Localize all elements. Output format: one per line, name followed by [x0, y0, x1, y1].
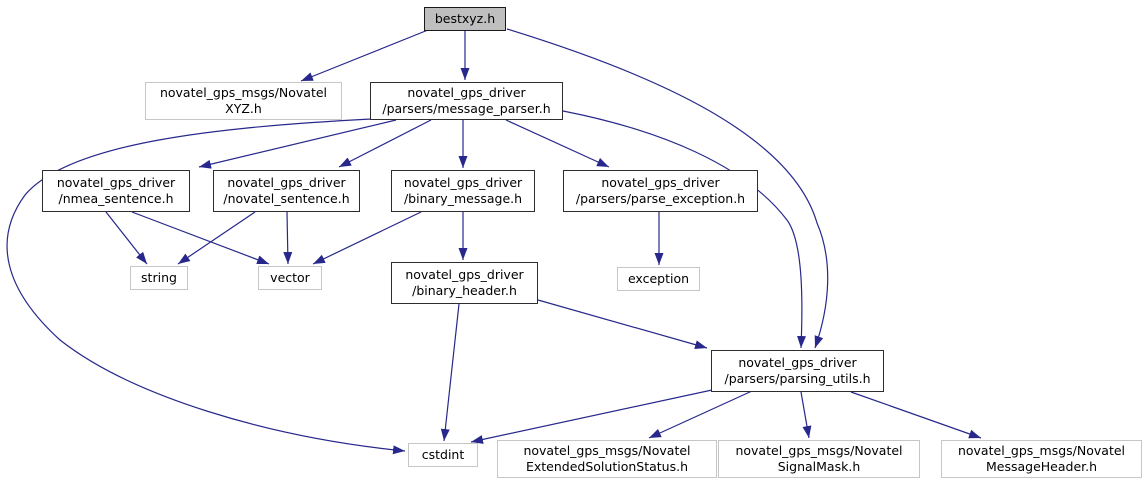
edge-parsing-utils-to-cstdint: [470, 389, 713, 444]
node-extended-solution-status[interactable]: novatel_gps_msgs/Novatel ExtendedSolutio…: [497, 440, 717, 478]
node-bestxyz[interactable]: bestxyz.h: [424, 7, 506, 31]
edge-bestxyz-to-parsing-utils: [506, 28, 829, 349]
node-label: novatel_gps_driver: [738, 355, 857, 370]
edge-novatel-sentence-to-vector: [283, 211, 293, 265]
node-label: /binary_header.h: [412, 283, 517, 298]
node-cstdint[interactable]: cstdint: [408, 443, 478, 467]
node-label: novatel_gps_driver: [601, 175, 720, 190]
edge-message-parser-to-cstdint: [6, 118, 406, 455]
node-label: /binary_message.h: [403, 191, 523, 206]
node-label: MessageHeader.h: [985, 459, 1098, 474]
edge-bestxyz-to-novatel-xyz: [300, 29, 429, 82]
node-label: novatel_gps_msgs/Novatel: [523, 443, 691, 458]
edge-binary-header-to-parsing-utils: [537, 299, 708, 350]
node-exception[interactable]: exception: [617, 267, 700, 291]
edge-message-parser-to-parse-exception: [505, 119, 610, 168]
node-label: novatel_gps_driver: [405, 267, 524, 282]
node-label: novatel_gps_msgs/Novatel: [735, 443, 903, 458]
edge-nmea-sentence-to-vector: [131, 211, 270, 265]
node-label: /nmea_sentence.h: [58, 191, 174, 206]
node-label: novatel_gps_msgs/Novatel: [159, 85, 328, 100]
node-signal-mask[interactable]: novatel_gps_msgs/Novatel SignalMask.h: [718, 440, 920, 478]
node-binary-header[interactable]: novatel_gps_driver /binary_header.h: [391, 262, 538, 304]
node-message-header[interactable]: novatel_gps_msgs/Novatel MessageHeader.h: [941, 440, 1142, 478]
edge-parsing-utils-to-signal-mask: [800, 391, 812, 439]
node-label: exception: [627, 271, 690, 286]
node-label: novatel_gps_driver: [56, 175, 176, 190]
node-message-parser[interactable]: novatel_gps_driver /parsers/message_pars…: [370, 82, 563, 120]
node-nmea-sentence[interactable]: novatel_gps_driver /nmea_sentence.h: [42, 170, 190, 212]
edge-parsing-utils-to-ext-solution-status: [648, 390, 753, 439]
edge-message-parser-to-novatel-sentence: [338, 119, 432, 168]
node-label: cstdint: [421, 447, 465, 462]
node-label: /novatel_sentence.h: [223, 191, 350, 206]
node-string[interactable]: string: [130, 266, 188, 290]
node-binary-message[interactable]: novatel_gps_driver /binary_message.h: [391, 170, 535, 212]
node-label: /parsers/message_parser.h: [382, 101, 551, 116]
edge-parsing-utils-to-message-header: [850, 391, 982, 439]
node-label: /parsers/parsing_utils.h: [724, 371, 871, 386]
node-label: bestxyz.h: [434, 11, 496, 26]
edge-message-parser-to-nmea-sentence: [198, 119, 397, 169]
edge-novatel-sentence-to-string: [177, 211, 256, 265]
edge-binary-message-to-vector: [312, 211, 422, 265]
edge-binary-header-to-cstdint: [440, 303, 460, 442]
node-label: ExtendedSolutionStatus.h: [525, 459, 689, 474]
node-label: novatel_gps_driver: [403, 175, 523, 190]
node-novatel-xyz[interactable]: novatel_gps_msgs/Novatel XYZ.h: [145, 82, 342, 120]
node-label: novatel_gps_driver: [407, 85, 526, 100]
node-label: novatel_gps_msgs/Novatel: [957, 443, 1126, 458]
node-label: /parsers/parse_exception.h: [575, 191, 746, 206]
node-parsing-utils[interactable]: novatel_gps_driver /parsers/parsing_util…: [711, 350, 884, 392]
edge-message-parser-to-parsing-utils: [562, 110, 806, 349]
edge-nmea-sentence-to-string: [105, 211, 148, 265]
node-vector[interactable]: vector: [258, 266, 322, 290]
node-label: vector: [270, 270, 310, 285]
node-label: SignalMask.h: [777, 459, 861, 474]
node-label: XYZ.h: [225, 101, 262, 116]
node-parse-exception[interactable]: novatel_gps_driver /parsers/parse_except…: [563, 170, 758, 212]
node-novatel-sentence[interactable]: novatel_gps_driver /novatel_sentence.h: [213, 170, 360, 212]
node-label: novatel_gps_driver: [227, 175, 346, 190]
node-label: string: [141, 270, 177, 285]
